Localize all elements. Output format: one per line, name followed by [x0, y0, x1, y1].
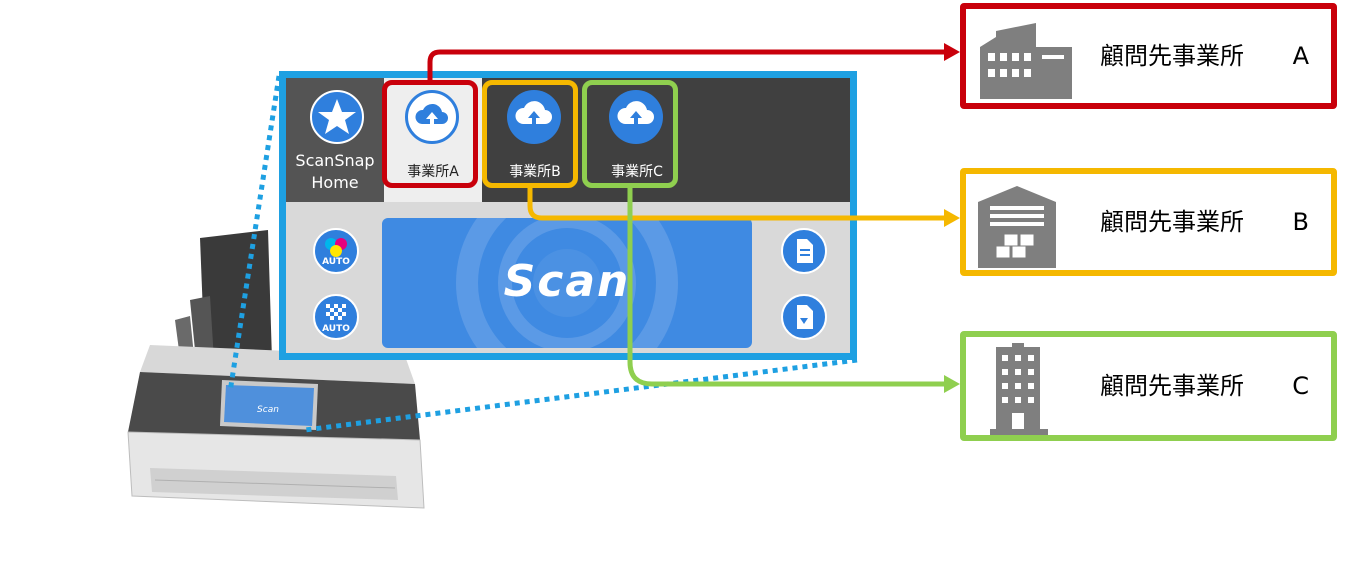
office-letter-a: A — [1292, 42, 1309, 70]
cloud-upload-icon — [609, 90, 663, 144]
office-building-icon — [980, 23, 1072, 99]
destination-label-a: 事業所A — [407, 164, 459, 180]
star-icon — [310, 90, 364, 144]
office-name-b: 顧問先事業所 — [1100, 208, 1244, 236]
scan-label: Scan — [503, 256, 631, 307]
zoom-line-left — [227, 75, 282, 393]
destination-label-b: 事業所B — [509, 164, 561, 180]
high-rise-building-icon — [990, 343, 1048, 435]
cloud-upload-icon — [507, 90, 561, 144]
document-icon — [797, 239, 813, 263]
office-name-a: 顧問先事業所 — [1100, 42, 1244, 70]
document-button[interactable] — [781, 228, 827, 274]
checker-icon: AUTO — [322, 304, 350, 334]
highlight-destination-c — [582, 80, 678, 188]
feed-option-button[interactable] — [781, 294, 827, 340]
destination-button-c[interactable]: 事業所C — [588, 78, 686, 202]
scanner-illustration: Scan — [127, 230, 425, 509]
highlight-destination-b — [482, 80, 578, 188]
destination-label-c: 事業所C — [611, 164, 663, 180]
scanner-paper-tray — [200, 230, 272, 365]
svg-text:AUTO: AUTO — [322, 257, 350, 267]
svg-text:Scan: Scan — [257, 405, 279, 415]
arrow-b — [527, 188, 948, 221]
scan-button[interactable]: Scan — [382, 218, 752, 348]
destination-button-b[interactable]: 事業所B — [486, 78, 584, 202]
color-mode-icon: AUTO — [322, 238, 350, 267]
office-letter-c: C — [1292, 372, 1309, 400]
arrow-a — [427, 49, 948, 80]
office-name-c: 顧問先事業所 — [1100, 372, 1244, 400]
office-letter-b: B — [1292, 208, 1309, 236]
cloud-upload-icon — [405, 90, 459, 144]
office-box-c: 顧問先事業所 C — [960, 331, 1337, 441]
zoom-line-right — [304, 357, 858, 433]
resolution-auto-button[interactable]: AUTO — [313, 294, 359, 340]
office-box-b: 顧問先事業所 B — [960, 168, 1337, 276]
warehouse-icon — [978, 186, 1056, 268]
document-feed-icon — [797, 305, 813, 329]
highlight-destination-a — [382, 80, 478, 188]
svg-text:AUTO: AUTO — [322, 324, 350, 334]
destination-button-a[interactable]: 事業所A — [384, 78, 482, 202]
arrow-c — [627, 188, 948, 387]
office-box-a: 顧問先事業所 A — [960, 3, 1337, 109]
color-auto-button[interactable]: AUTO — [313, 228, 359, 274]
